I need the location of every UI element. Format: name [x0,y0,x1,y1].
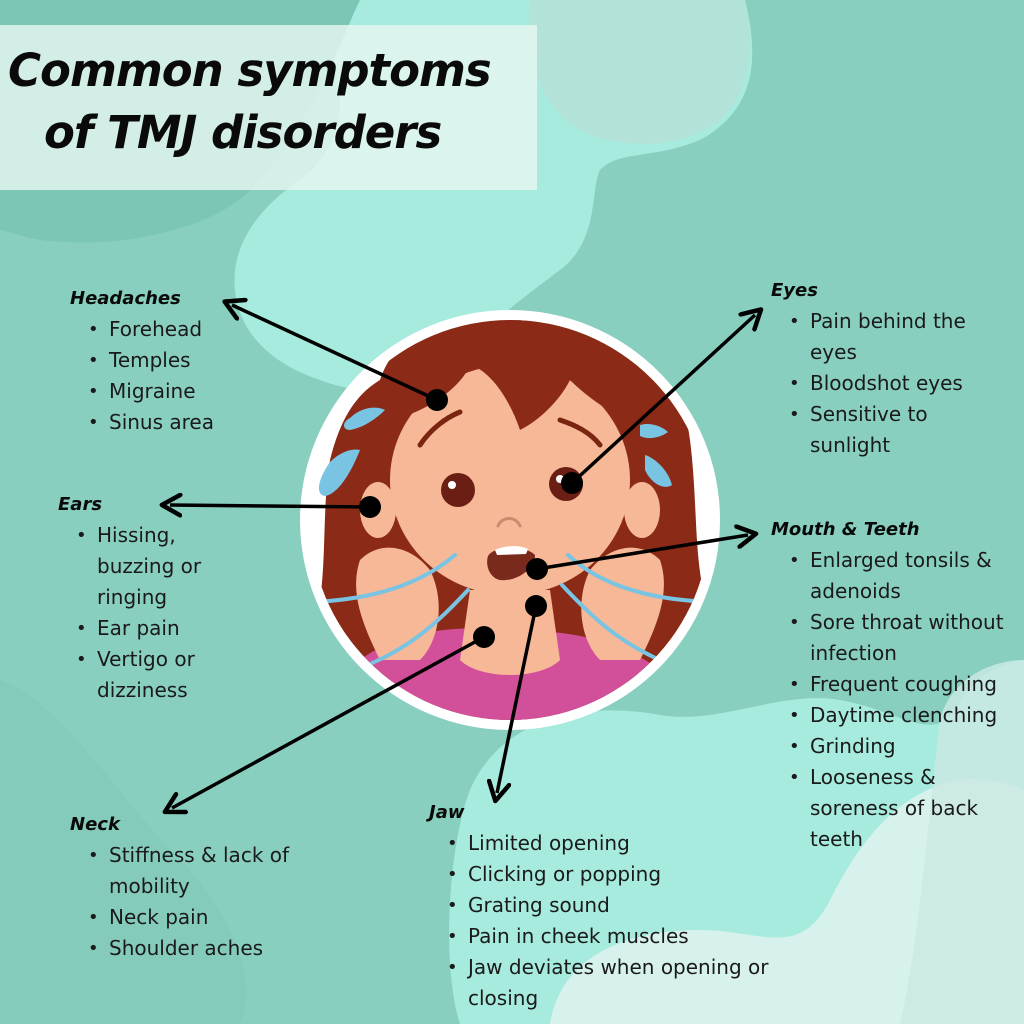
headaches-list: Forehead Temples Migraine Sinus area [70,314,214,438]
list-item: Sensitive to sunlight [771,399,991,461]
neck-list: Stiffness & lack of mobility Neck pain S… [70,840,360,964]
arrow-eyes [570,315,755,485]
dot-ear [359,496,381,518]
list-item: Sore throat without infection [771,607,1011,669]
title-banner [0,25,537,190]
pointer-arrows [170,305,755,808]
mouth-list: Enlarged tonsils & adenoids Sore throat … [771,545,1011,855]
arrow-mouth [536,535,748,571]
dot-forehead [426,389,448,411]
list-item: Limited opening [429,828,809,859]
list-item: Forehead [70,314,214,345]
list-item: Jaw deviates when opening or closing [429,952,809,1014]
page-title: Common symptoms of TMJ disorders [8,40,548,164]
neck-heading: Neck [70,814,120,835]
list-item: Pain behind the eyes [771,306,991,368]
list-item: Bloodshot eyes [771,368,991,399]
title-line-1: Common symptoms [8,44,492,97]
list-item: Frequent coughing [771,669,1011,700]
list-item: Hissing, buzzing or ringing [58,520,258,613]
section-eyes: Eyes Pain behind the eyes Bloodshot eyes… [771,280,991,461]
pointer-dots [359,389,583,648]
section-jaw: Jaw Limited opening Clicking or popping … [429,802,809,1014]
title-line-2: of TMJ disorders [44,106,442,159]
eyes-list: Pain behind the eyes Bloodshot eyes Sens… [771,306,991,461]
jaw-heading: Jaw [429,802,465,823]
section-headaches: Headaches Forehead Temples Migraine Sinu… [70,288,214,438]
section-ears: Ears Hissing, buzzing or ringing Ear pai… [58,494,258,706]
list-item: Migraine [70,376,214,407]
list-item: Sinus area [70,407,214,438]
list-item: Stiffness & lack of mobility [70,840,360,902]
arrow-jaw [497,605,538,793]
section-mouth-teeth: Mouth & Teeth Enlarged tonsils & adenoid… [771,519,1011,855]
jaw-list: Limited opening Clicking or popping Grat… [429,828,809,1014]
ears-heading: Ears [58,494,103,515]
list-item: Clicking or popping [429,859,809,890]
arrow-ears [170,505,371,507]
arrow-headaches [232,305,438,402]
headaches-heading: Headaches [70,288,181,309]
list-item: Daytime clenching [771,700,1011,731]
list-item: Pain in cheek muscles [429,921,809,952]
dot-neck [473,626,495,648]
section-neck: Neck Stiffness & lack of mobility Neck p… [70,814,360,964]
eyes-heading: Eyes [771,280,818,301]
dot-mouth [526,558,548,580]
list-item: Enlarged tonsils & adenoids [771,545,1011,607]
list-item: Grating sound [429,890,809,921]
list-item: Vertigo or dizziness [58,644,258,706]
dot-jaw [525,595,547,617]
ears-list: Hissing, buzzing or ringing Ear pain Ver… [58,520,258,706]
list-item: Temples [70,345,214,376]
list-item: Ear pain [58,613,258,644]
list-item: Grinding [771,731,1011,762]
arrow-neck [172,635,485,808]
mouth-heading: Mouth & Teeth [771,519,920,540]
list-item: Shoulder aches [70,933,360,964]
list-item: Neck pain [70,902,360,933]
list-item: Looseness & soreness of back teeth [771,762,1011,855]
dot-eye [561,472,583,494]
